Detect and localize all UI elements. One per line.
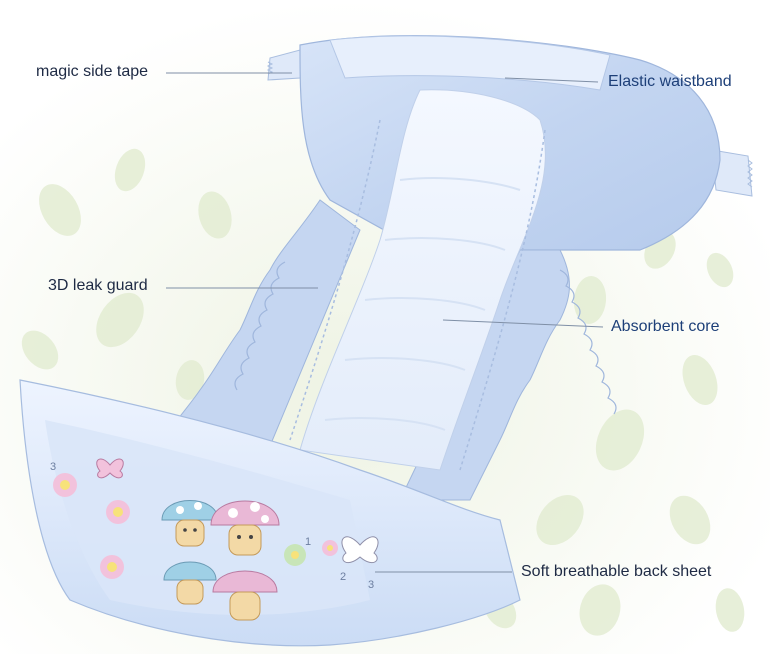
flower-print-4 (284, 544, 306, 566)
flower-print-3 (100, 555, 124, 579)
print-digit-3-right: 3 (368, 579, 374, 591)
leak-guard-inner-lines (289, 119, 546, 471)
mushroom-print-blue-2 (163, 561, 217, 605)
label-elastic-waistband: Elastic waistband (608, 73, 732, 90)
label-absorbent-core: Absorbent core (611, 318, 720, 335)
print-digit-2: 2 (340, 571, 346, 583)
leak-guard-left-ruffle (164, 199, 361, 471)
elastic-waistband-strip (329, 35, 611, 91)
print-digit-1: 1 (305, 536, 311, 548)
leader-absorbent-core (442, 319, 604, 328)
absorbent-core (299, 89, 546, 471)
core-texture (324, 177, 521, 431)
flower-print-2 (106, 500, 130, 524)
label-soft-breathable-back-sheet: Soft breathable back sheet (521, 563, 712, 580)
mushroom-print-pink-1 (210, 500, 280, 556)
ruffle-edges (234, 261, 617, 415)
butterfly-print-2 (341, 536, 379, 564)
flower-print-5 (322, 540, 338, 556)
leader-elastic-waistband (504, 77, 599, 83)
label-3d-leak-guard: 3D leak guard (48, 277, 148, 294)
leader-lines (166, 72, 604, 573)
flower-print-1 (53, 473, 77, 497)
print-digit-3-left: 3 (50, 461, 56, 473)
mushroom-print-blue-1 (161, 500, 219, 547)
butterfly-print-1 (96, 458, 124, 479)
mushroom-print-pink-2 (212, 570, 278, 621)
label-magic-side-tape: magic side tape (36, 63, 149, 80)
